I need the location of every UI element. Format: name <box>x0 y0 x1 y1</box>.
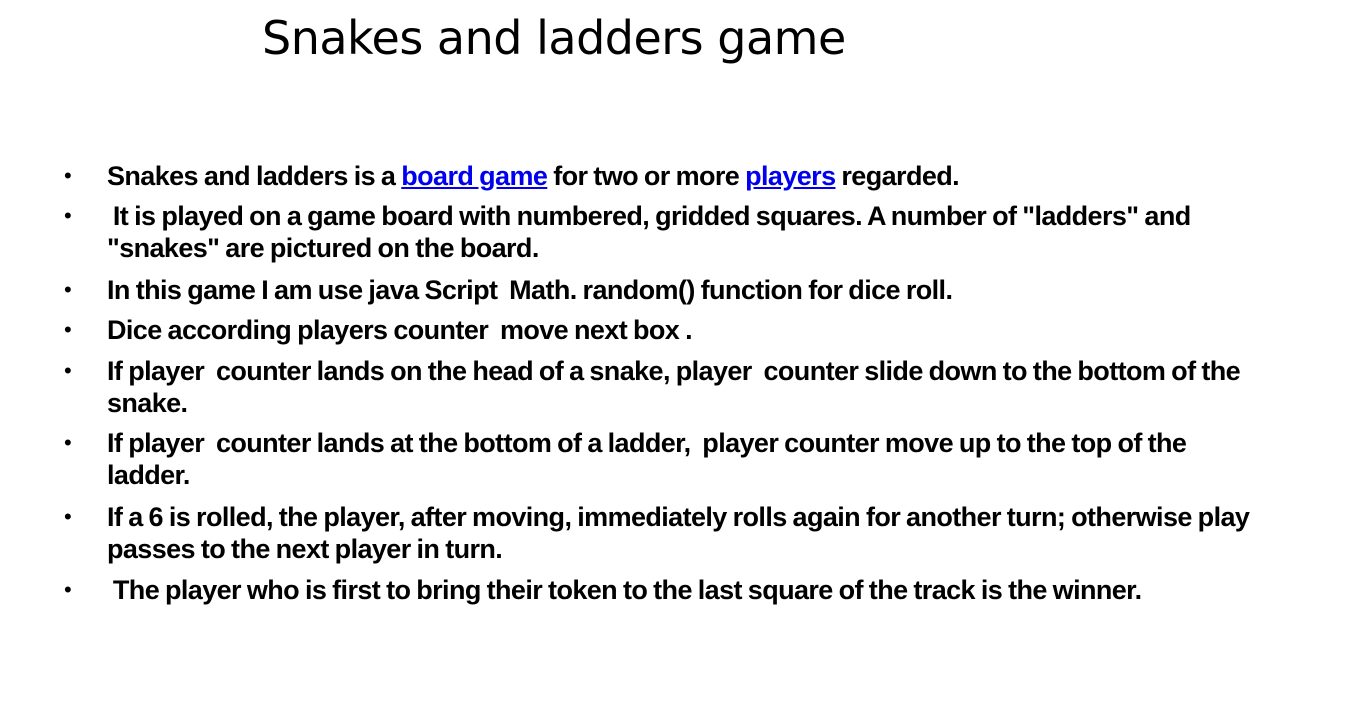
bullet-dot-icon: • <box>64 277 72 302</box>
bullet-text: In this game I am use java Script Math. … <box>107 275 953 305</box>
bullet-dot-icon: • <box>64 358 72 383</box>
bullet-text: If a 6 is rolled, the player, after movi… <box>107 502 1256 564</box>
bullet-text: Snakes and ladders is a board game for t… <box>107 160 1267 192</box>
bullet-text: If player counter lands on the head of a… <box>107 356 1246 418</box>
bullet-dot-icon: • <box>64 504 72 529</box>
bullet-dot-icon: • <box>64 203 72 228</box>
slide-title: Snakes and ladders game <box>262 11 846 65</box>
bullet-text-segment: for two or more <box>547 161 746 191</box>
bullet-dot-icon: • <box>64 163 72 188</box>
bullet-text: Dice according players counter move next… <box>107 315 693 345</box>
bullet-dot-icon: • <box>64 577 72 602</box>
bullet-text: It is played on a game board with number… <box>107 201 1197 263</box>
bullet-text: The player who is first to bring their t… <box>107 575 1142 605</box>
players-link[interactable]: players <box>745 161 836 191</box>
bullet-dot-icon: • <box>64 317 72 342</box>
bullet-text: If player counter lands at the bottom of… <box>107 428 1193 490</box>
bullet-dot-icon: • <box>64 430 72 455</box>
bullet-text-segment: regarded. <box>835 161 960 191</box>
bullet-text-segment: Snakes and ladders is a <box>107 161 402 191</box>
board-game-link[interactable]: board game <box>401 161 548 191</box>
